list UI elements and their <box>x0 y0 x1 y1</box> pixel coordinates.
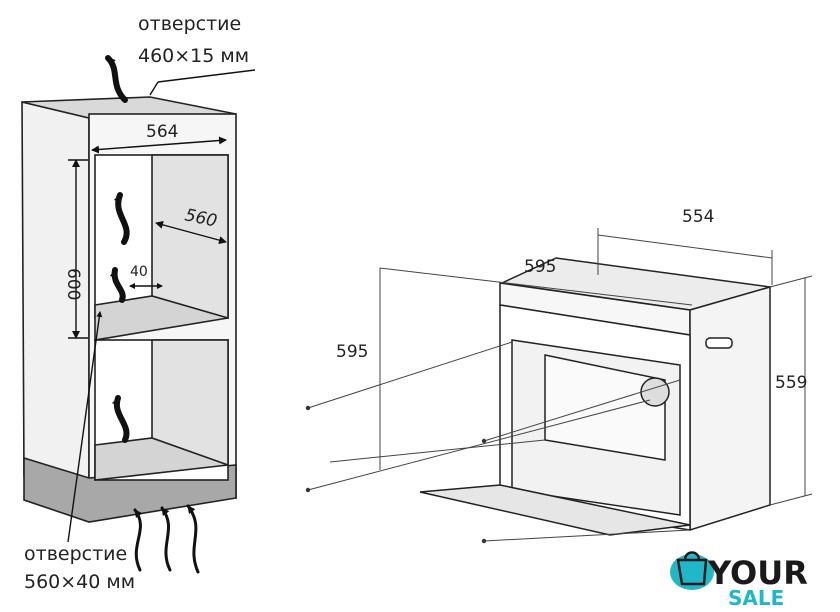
airflow-arrow-icon <box>113 192 130 245</box>
oven-door-open <box>419 484 691 536</box>
niche-shelf <box>94 295 229 341</box>
oven-cavity-back <box>544 354 666 461</box>
top-opening-leader <box>149 81 159 96</box>
airflow-arrow-icon <box>105 55 128 103</box>
logo-text-your: YOUR <box>707 554 808 592</box>
oven-width-dim: 595 <box>524 257 556 277</box>
cabinet-dimensions <box>67 69 256 543</box>
depth-dim-line <box>155 220 227 245</box>
oven <box>419 257 771 536</box>
cabinet-height-dim: 600 <box>63 268 83 300</box>
reference-points <box>305 405 487 544</box>
upper-niche-back <box>151 154 229 319</box>
airflow-arrow-icon <box>109 267 126 303</box>
cabinet-width-dim: 564 <box>146 122 178 142</box>
oven-side <box>689 286 771 532</box>
lower-niche-floor <box>94 437 229 481</box>
airflow-arrow-icon <box>111 395 130 443</box>
oven-depth-dim: 554 <box>682 207 714 227</box>
fan-icon <box>640 377 670 407</box>
width-dim-line <box>91 136 227 154</box>
airflow-arrow-icon <box>160 506 172 572</box>
airflow-arrows <box>105 55 200 574</box>
top-opening-size: 460×15 мм <box>138 45 249 67</box>
bottom-opening-size: 560×40 мм <box>24 571 135 593</box>
top-opening-label: отверстие <box>138 13 241 35</box>
oven-height-dim: 595 <box>336 342 368 362</box>
bottom-opening-leader <box>67 311 103 543</box>
cabinet <box>21 96 237 523</box>
oven-side-height-dim: 559 <box>775 373 807 393</box>
airflow-arrow-icon <box>133 508 143 572</box>
airflow-arrow-icon <box>186 504 200 574</box>
oven-dimensions <box>307 228 813 542</box>
oven-handle <box>705 337 733 349</box>
cabinet-gap-dim: 40 <box>130 264 148 280</box>
yoursale-logo: YOUR SALE <box>670 551 808 610</box>
shopping-bag-icon <box>676 551 708 586</box>
bottom-opening-label: отверстие <box>24 543 127 565</box>
logo-text-sale: SALE <box>728 586 784 610</box>
